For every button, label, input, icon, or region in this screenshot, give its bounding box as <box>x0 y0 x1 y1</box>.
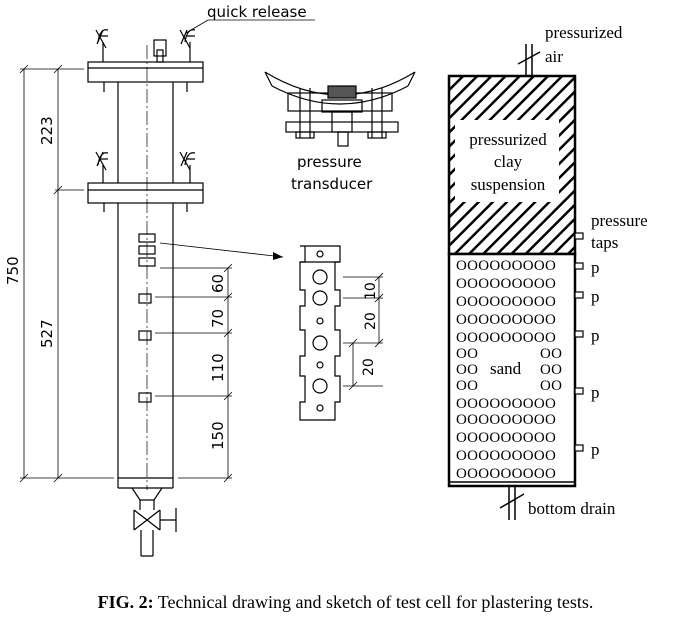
pressure-tap-0 <box>574 232 584 240</box>
svg-text:OO: OO <box>456 346 478 362</box>
svg-text:OO: OO <box>540 378 562 394</box>
tap-p-label-4: p <box>591 383 600 402</box>
pressure-tap-3 <box>574 330 584 338</box>
pressurized-air-label-line2: air <box>545 47 563 66</box>
pressure-transducer-label-line2: transducer <box>291 175 373 193</box>
port-strip-detail <box>299 245 384 421</box>
pressure-port-group <box>138 233 156 403</box>
figure-caption-text: Technical drawing and sketch of test cel… <box>157 592 594 612</box>
sand-pattern: OOOOOOOOO OOOOOOOOO OOOOOOOOO OOOOOOOOO … <box>456 258 562 482</box>
pressure-tap-5 <box>574 444 584 452</box>
dim-223-label: 223 <box>38 116 56 145</box>
pressure-transducer-label-line1: pressure <box>297 153 362 171</box>
middle-flange <box>87 182 204 204</box>
dim-70-label: 70 <box>209 309 227 328</box>
figure-caption: FIG. 2: Technical drawing and sketch of … <box>0 592 691 613</box>
figure-caption-label: FIG. 2: <box>97 592 154 612</box>
dim-20-label-b: 20 <box>361 358 377 376</box>
svg-text:OOOOOOOOO: OOOOOOOOO <box>456 330 556 346</box>
transducer-detail <box>264 71 416 147</box>
svg-text:OOOOOOOOO: OOOOOOOOO <box>456 276 556 292</box>
quick-release-label: quick release <box>207 3 307 21</box>
chamber-label-line3: suspension <box>471 175 546 194</box>
svg-text:OOOOOOOOO: OOOOOOOOO <box>456 466 556 482</box>
sand-label: sand <box>490 359 522 378</box>
svg-text:OOOOOOOOO: OOOOOOOOO <box>456 448 556 464</box>
cell-sketch <box>447 44 584 520</box>
bottom-drain-label: bottom drain <box>528 499 616 518</box>
pressure-tap-4 <box>574 387 584 395</box>
dim-10-label: 10 <box>363 282 379 300</box>
svg-text:OOOOOOOOO: OOOOOOOOO <box>456 312 556 328</box>
svg-text:OOOOOOOOO: OOOOOOOOO <box>456 430 556 446</box>
svg-text:OO: OO <box>456 378 478 394</box>
dim-150-label: 150 <box>209 421 227 450</box>
dim-750-label: 750 <box>4 256 22 285</box>
pressurized-air-label-line1: pressurized <box>545 23 623 42</box>
top-flange <box>87 61 204 83</box>
svg-text:OO: OO <box>540 346 562 362</box>
svg-text:OOOOOOOOO: OOOOOOOOO <box>456 294 556 310</box>
sand-column <box>447 252 577 488</box>
pressure-taps-label-line1: pressure <box>591 211 648 230</box>
dim-20-label-a: 20 <box>363 312 379 330</box>
dim-60-label: 60 <box>209 274 227 293</box>
tap-p-label-1: p <box>591 258 600 277</box>
svg-text:OO: OO <box>540 362 562 378</box>
chamber-label-line2: clay <box>494 152 523 171</box>
svg-text:OOOOOOOOO: OOOOOOOOO <box>456 258 556 274</box>
technical-drawing <box>19 29 284 557</box>
dim-527-label: 527 <box>38 319 56 348</box>
pressure-taps-label-line2: taps <box>591 233 618 252</box>
dim-110-label: 110 <box>209 353 227 382</box>
svg-text:OOOOOOOOO: OOOOOOOOO <box>456 396 556 412</box>
svg-text:OOOOOOOOO: OOOOOOOOO <box>456 412 556 428</box>
pressure-tap-1 <box>574 262 584 270</box>
chamber-label-line1: pressurized <box>469 130 547 149</box>
tap-p-label-5: p <box>591 440 600 459</box>
pressure-tap-2 <box>574 291 584 299</box>
svg-text:OO: OO <box>456 362 478 378</box>
tap-p-label-3: p <box>591 326 600 345</box>
tap-p-label-2: p <box>591 287 600 306</box>
